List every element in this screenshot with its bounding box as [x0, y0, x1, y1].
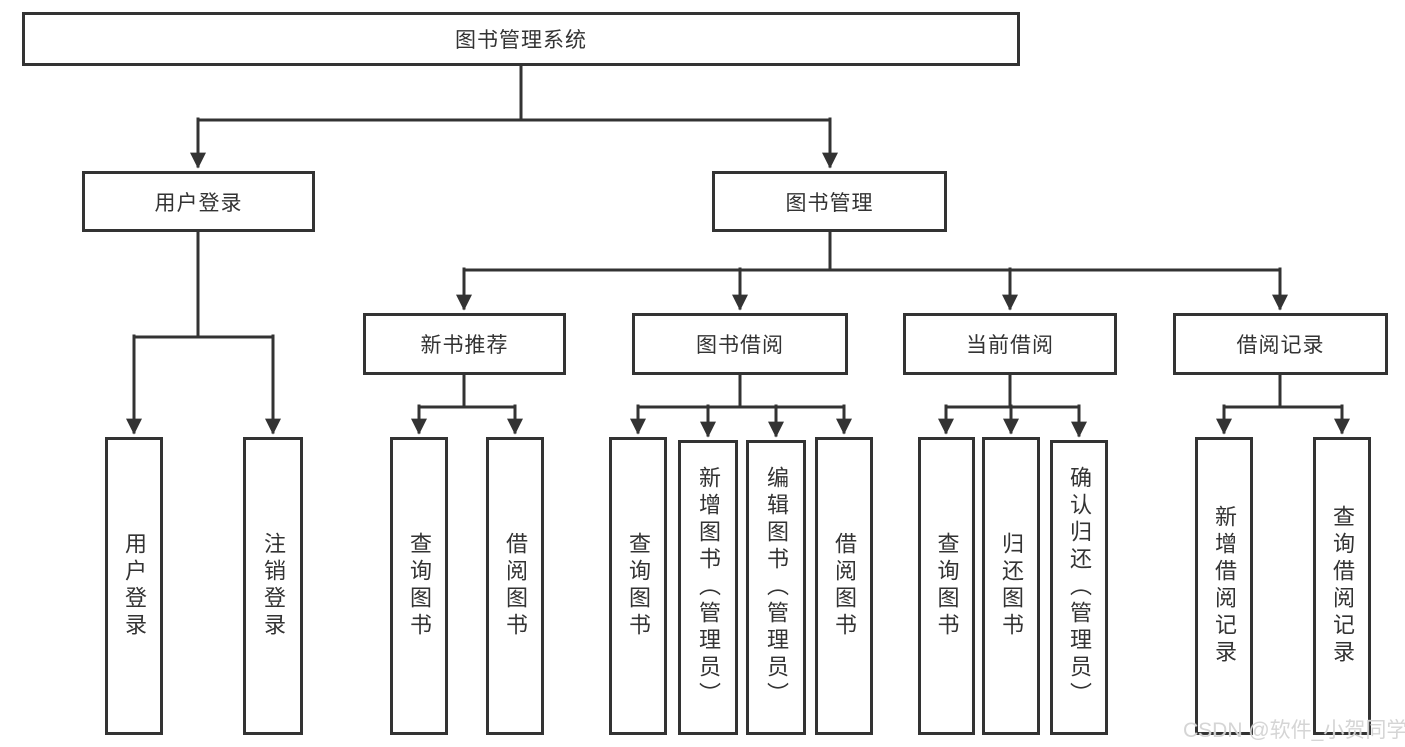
leaf-confirm-return-admin: 确认归还（管理员）	[1050, 440, 1108, 735]
leaf-add-book-admin: 新增图书（管理员）	[678, 440, 738, 735]
node-root-library-system: 图书管理系统	[22, 12, 1020, 66]
node-book-borrowing: 图书借阅	[632, 313, 848, 375]
leaf-query-borrow-record: 查询借阅记录	[1313, 437, 1371, 735]
leaf-query-books-current: 查询图书	[918, 437, 975, 735]
leaf-query-books-borrowing: 查询图书	[609, 437, 667, 735]
node-new-book-recommend: 新书推荐	[363, 313, 566, 375]
leaf-borrow-books-recommend: 借阅图书	[486, 437, 544, 735]
leaf-user-login: 用户登录	[105, 437, 163, 735]
node-current-borrowing: 当前借阅	[903, 313, 1117, 375]
node-user-login: 用户登录	[82, 171, 315, 232]
leaf-borrow-books-borrowing: 借阅图书	[815, 437, 873, 735]
leaf-return-book: 归还图书	[982, 437, 1040, 735]
leaf-logout: 注销登录	[243, 437, 303, 735]
leaf-edit-book-admin: 编辑图书（管理员）	[746, 440, 806, 735]
node-book-management: 图书管理	[712, 171, 947, 232]
leaf-add-borrow-record: 新增借阅记录	[1195, 437, 1253, 735]
leaf-query-books-recommend: 查询图书	[390, 437, 448, 735]
node-borrowing-records: 借阅记录	[1173, 313, 1388, 375]
